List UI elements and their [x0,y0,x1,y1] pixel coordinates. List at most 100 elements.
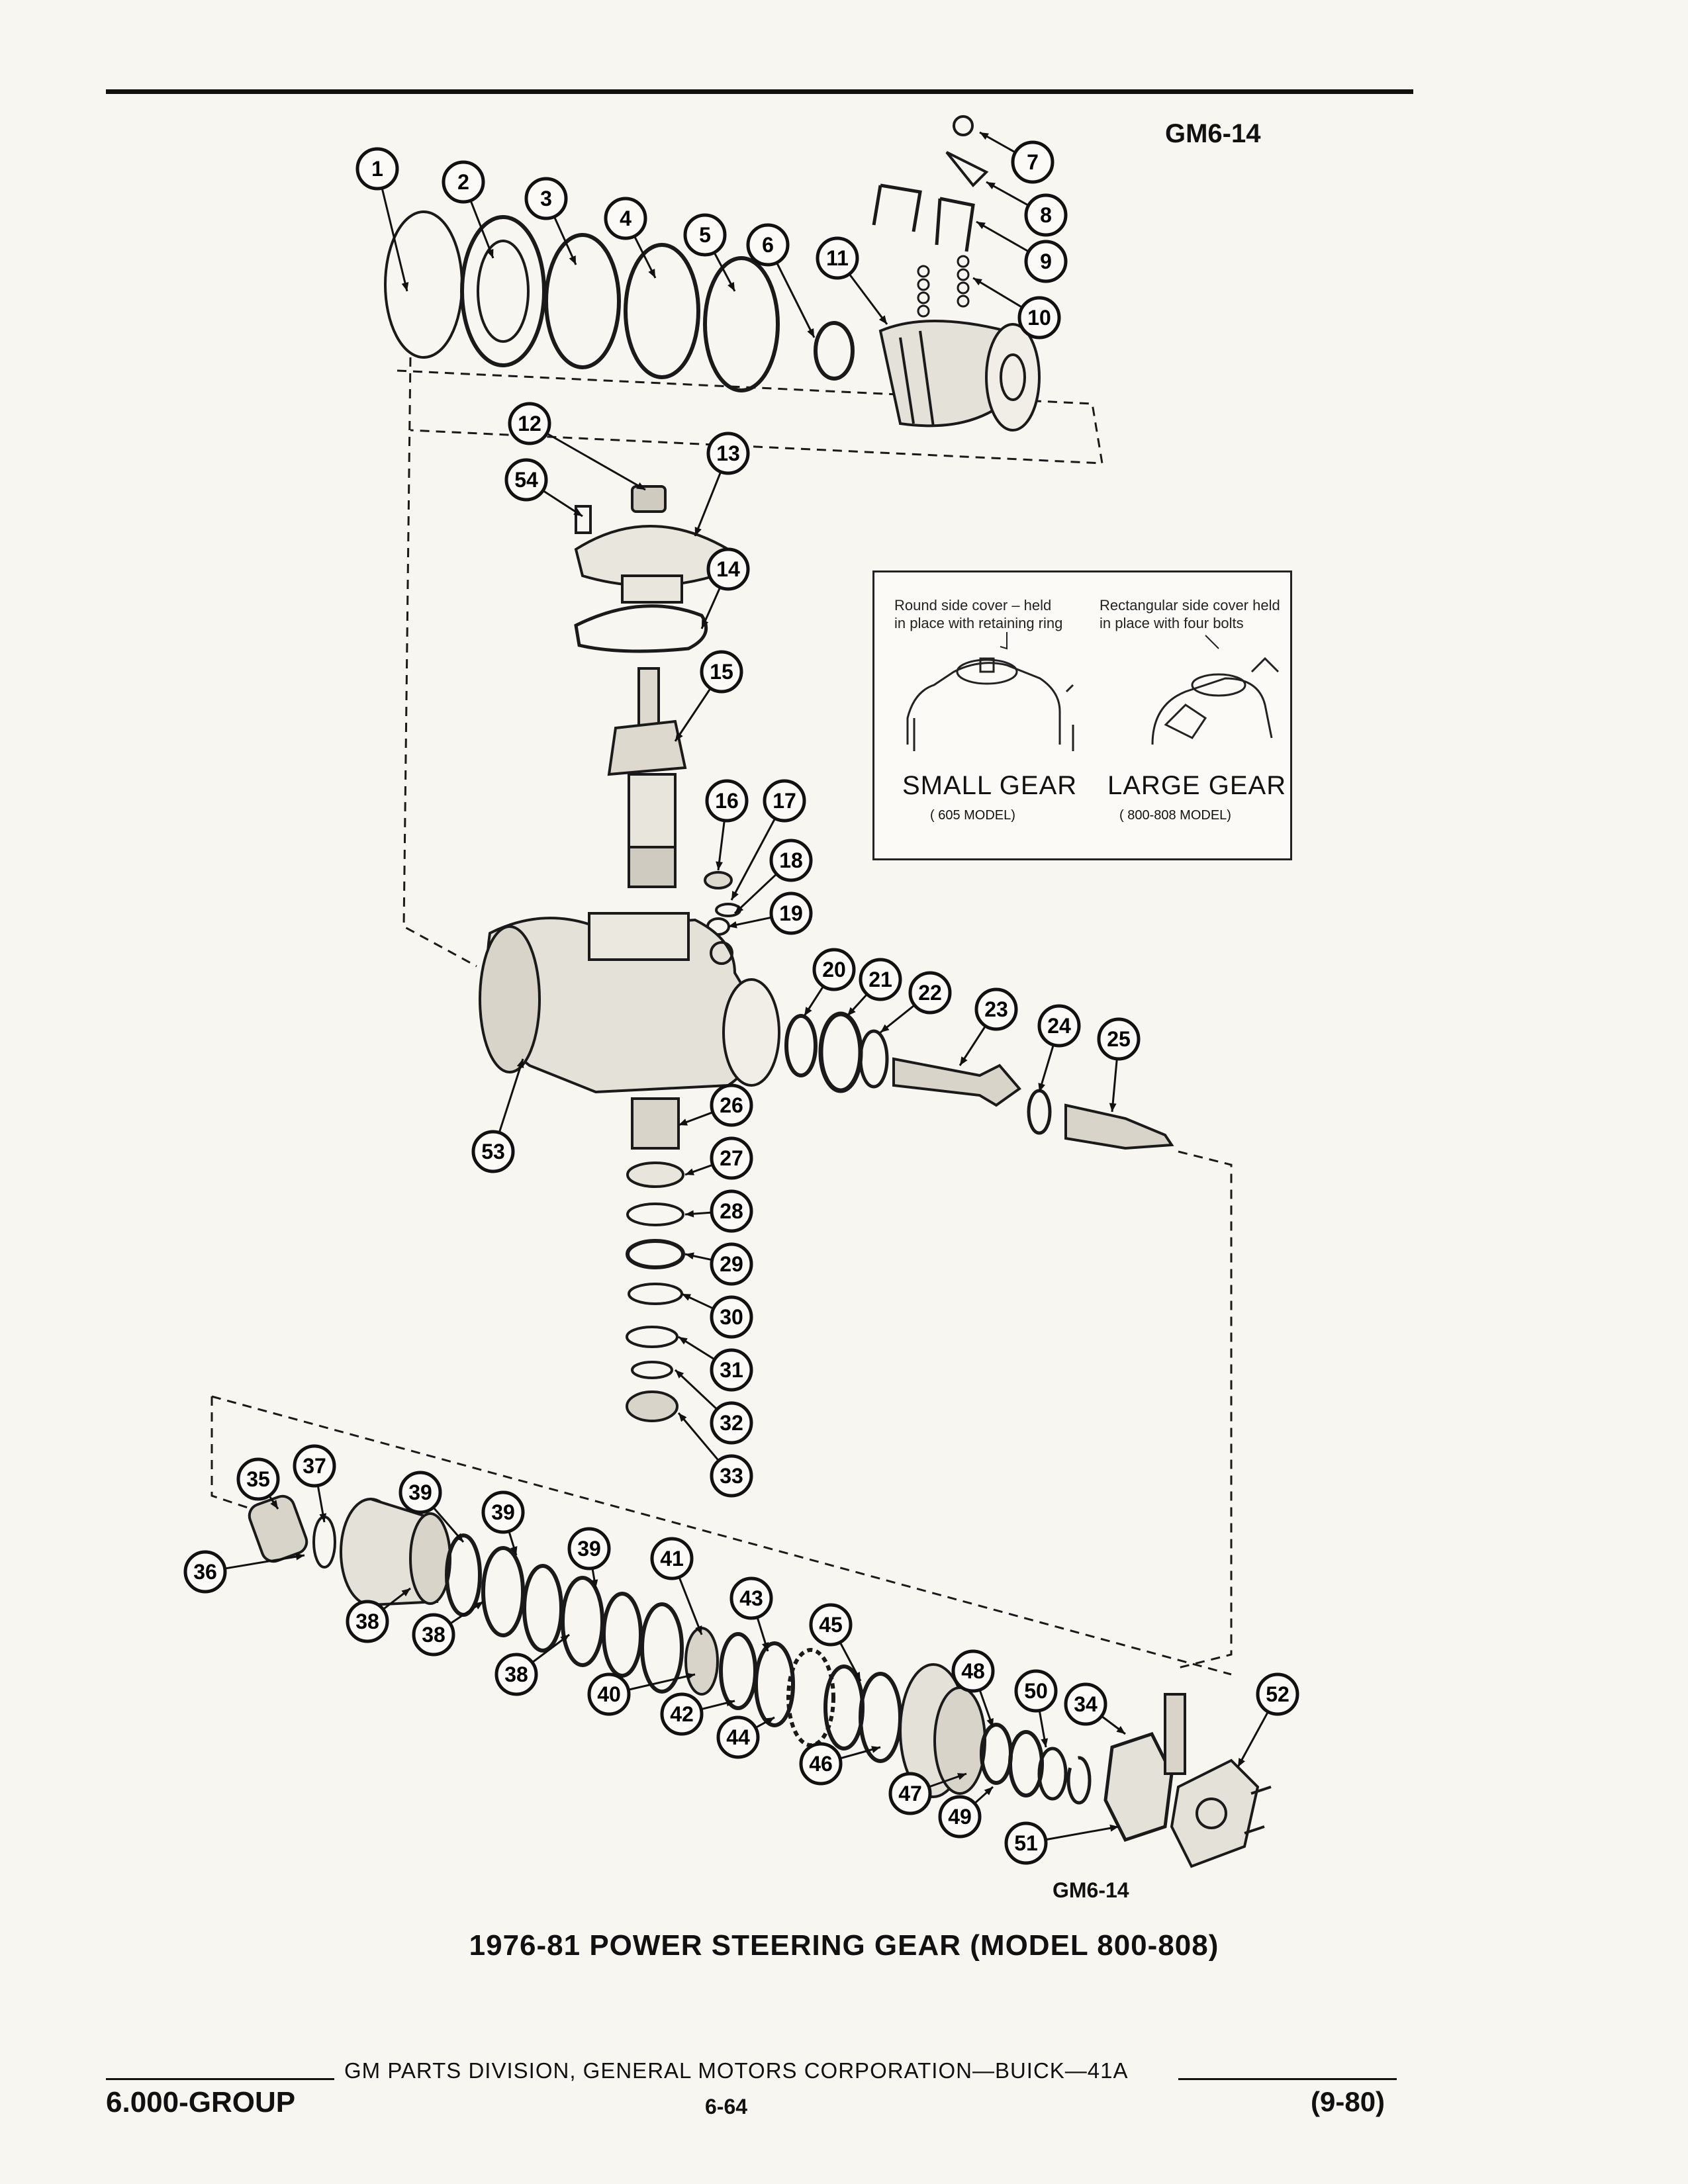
callout-number: 42 [670,1702,694,1726]
callout-32: 32 [674,1369,753,1445]
callout-bubble [481,1490,525,1534]
callout-number: 17 [773,789,796,813]
callout-number: 5 [699,223,711,247]
callout-leader [224,1554,305,1570]
callout-bubble [769,891,813,935]
callout-number: 32 [720,1411,743,1435]
callout-number: 26 [720,1093,743,1117]
callout-45: 45 [809,1603,862,1682]
callout-arrowhead [716,861,723,870]
adjuster-plug-part [899,1663,986,1798]
callout-bubble [888,1772,932,1815]
callout-arrowhead [319,1513,327,1522]
callout-23: 23 [959,987,1018,1066]
callout-number: 10 [1027,306,1051,330]
callout-number: 30 [720,1305,743,1329]
callout-2: 2 [442,160,494,259]
callout-arrowhead [682,1294,691,1301]
callout-arrowhead [686,1672,695,1680]
callout-bubble [710,1242,753,1286]
callout-19: 19 [727,891,813,935]
callout-25: 25 [1097,1017,1141,1113]
callout-bubble [293,1444,336,1488]
callout-3: 3 [524,177,577,265]
callout-8: 8 [986,181,1068,237]
callout-4: 4 [604,197,657,279]
callout-number: 8 [1040,203,1052,227]
callout-47: 47 [888,1772,967,1815]
callout-44: 44 [716,1715,775,1759]
snap-ring-part-31 [626,1326,679,1348]
clip-part [872,183,922,232]
callout-bubble [650,1537,694,1580]
callout-37: 37 [293,1444,336,1523]
callout-bubble [587,1672,631,1716]
callout-leader [1045,1825,1119,1841]
callout-number: 50 [1024,1679,1048,1703]
callout-arrowhead [1038,1083,1045,1092]
plug-part-16 [704,871,733,889]
callout-54: 54 [504,458,583,518]
callout-31: 31 [678,1336,753,1392]
callout-arrowhead [679,1118,688,1126]
callout-number: 16 [715,789,739,813]
callout-bubble [1024,193,1068,237]
callout-bubble [504,458,548,502]
callout-bubble [710,1295,753,1339]
callout-number: 38 [422,1623,445,1647]
callout-21: 21 [846,958,902,1017]
large-gear-model: ( 800-808 MODEL) [1119,808,1231,823]
callout-leader [674,1369,718,1410]
top-rule [106,89,1413,94]
callout-41: 41 [650,1537,703,1635]
callout-arrowhead [735,905,744,913]
callout-number: 33 [720,1464,743,1488]
callout-bubble [809,1603,853,1647]
gear-comparison-inset: Round side cover – held in place with re… [872,570,1292,860]
callout-bubble [471,1130,515,1173]
callout-bubble [710,1189,753,1233]
pitman-shaft-part [607,667,687,888]
callout-number: 34 [1074,1692,1098,1716]
callout-18: 18 [733,839,813,915]
callout-bubble [908,971,952,1015]
callout-48: 48 [951,1649,995,1728]
callout-number: 25 [1107,1027,1131,1051]
callout-leader [694,471,722,537]
clamp-part [945,151,989,187]
seal-part-29 [626,1239,685,1269]
callout-arrowhead [804,1007,812,1016]
callout-28: 28 [684,1189,753,1233]
callout-42: 42 [660,1692,735,1736]
callout-number: 39 [408,1480,432,1504]
callout-arrowhead [679,1337,688,1345]
callout-arrowhead [1116,1725,1125,1734]
callout-49: 49 [938,1786,994,1839]
callout-22: 22 [880,971,952,1034]
large-gear-label: LARGE GEAR [1107,771,1287,800]
small-gear-label: SMALL GEAR [902,771,1078,800]
callout-36: 36 [183,1550,305,1594]
callout-leader [1237,1711,1269,1768]
callout-arrowhead [727,282,735,291]
callout-24: 24 [1037,1004,1081,1093]
callout-arrowhead [675,1370,684,1379]
callout-number: 11 [826,246,849,270]
callout-arrowhead [685,1252,694,1260]
callout-bubble [1014,1669,1058,1713]
callout-arrowhead [761,1642,769,1651]
callout-39: 39 [567,1527,611,1589]
callout-arrowhead [510,1546,518,1555]
valve-body-part [878,320,1041,432]
callout-number: 37 [303,1454,326,1478]
callout-number: 41 [660,1547,684,1570]
callout-bubble [938,1795,982,1839]
callout-34: 34 [1064,1682,1126,1735]
callout-number: 28 [720,1199,743,1223]
callout-33: 33 [677,1412,753,1498]
callout-bubble [1064,1682,1107,1726]
callout-leader [976,220,1029,253]
callout-number: 54 [514,468,538,492]
callout-bubble [705,779,749,823]
callout-30: 30 [681,1293,753,1339]
